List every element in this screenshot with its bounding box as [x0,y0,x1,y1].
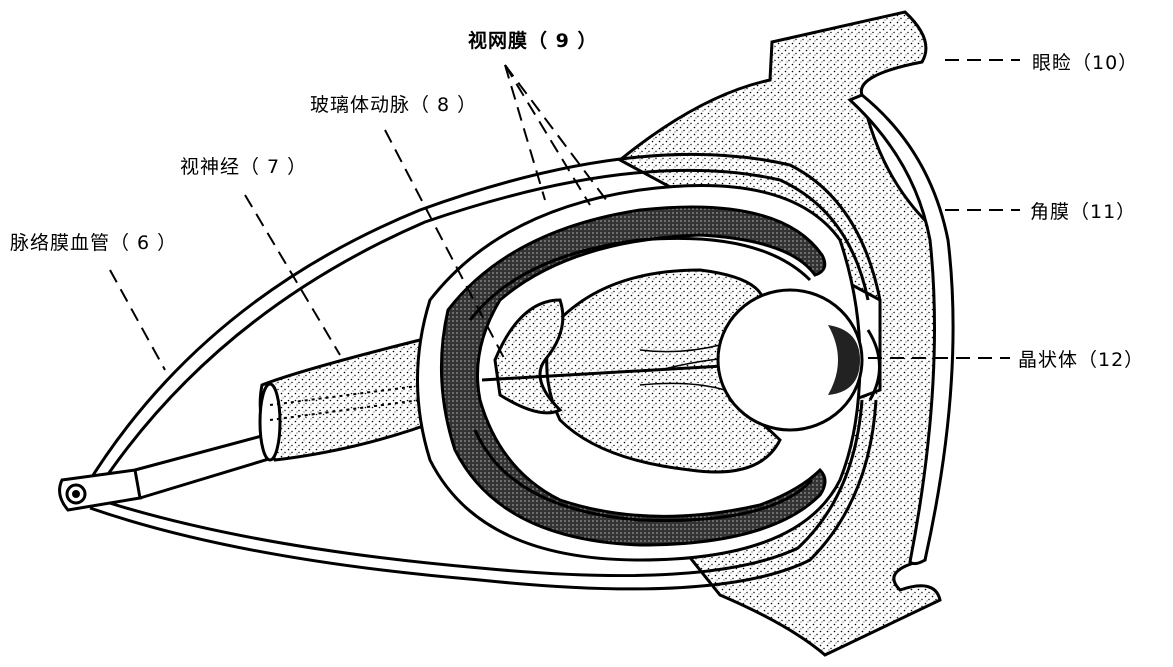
optic-nerve [260,340,440,460]
label-retina: 视网膜（ 9 ） [468,26,597,53]
label-hyaloid-artery: 玻璃体动脉（ 8 ） [310,90,477,117]
label-choroid-vessel: 脉络膜血管（ 6 ） [10,228,177,255]
lens [718,290,862,430]
leader-choroid [110,270,165,370]
label-lens: 晶状体（12） [1018,345,1144,372]
label-cornea: 角膜（11） [1030,197,1136,224]
label-eyelid: 眼睑（10） [1032,48,1138,75]
leader-retina-1 [505,65,590,205]
label-optic-nerve: 视神经（ 7 ） [180,152,307,179]
leader-optic-nerve [245,195,340,355]
